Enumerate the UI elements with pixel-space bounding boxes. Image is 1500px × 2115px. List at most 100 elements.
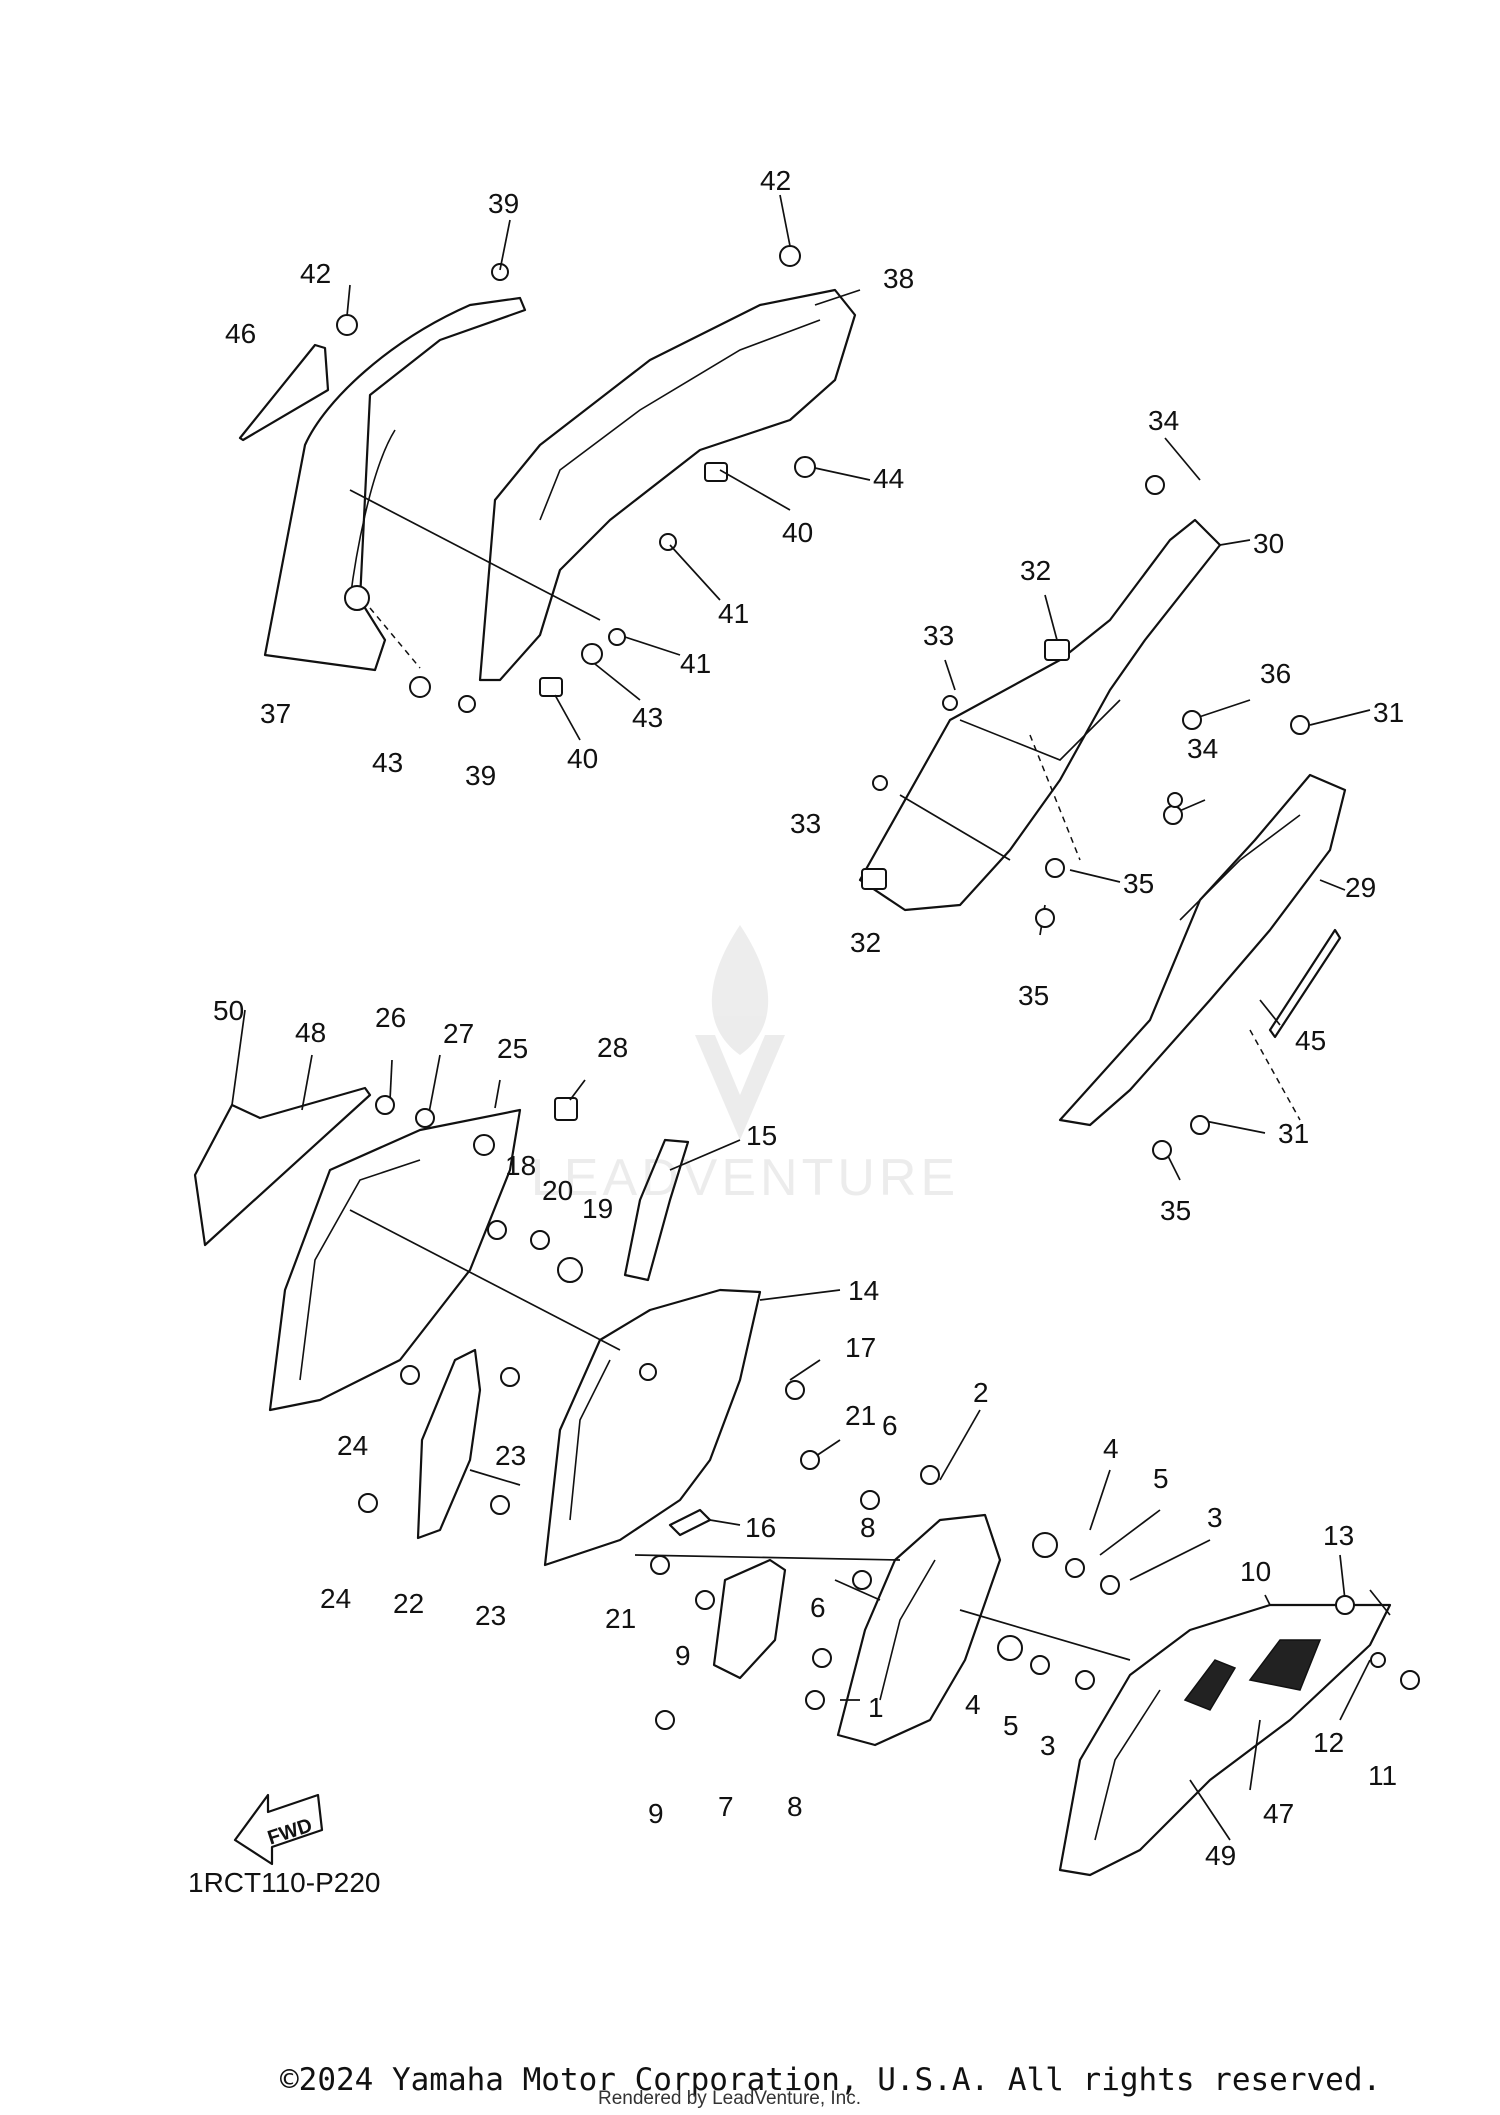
fastener-44: [794, 456, 816, 478]
fastener-42-b: [779, 245, 801, 267]
part-38-inner-panel: [478, 288, 857, 697]
callout-38: 38: [883, 263, 914, 294]
callout-44: 44: [873, 463, 904, 494]
part-45-emblem: [1268, 928, 1342, 1039]
fastener-43-b: [409, 676, 431, 698]
callout-9: 9: [675, 1640, 691, 1671]
callout-5-b: 5: [1003, 1710, 1019, 1741]
callout-18: 18: [505, 1150, 536, 1181]
callout-42: 42: [760, 165, 791, 196]
callout-labels: 1 2 3 3 4 4 5 5 6 6 7 8 8 9 9 10 11 12 1…: [213, 165, 1404, 1871]
callout-36: 36: [1260, 658, 1291, 689]
part-37-side-cover-left: [263, 296, 527, 672]
callout-28: 28: [597, 1032, 628, 1063]
callout-41: 41: [718, 598, 749, 629]
callout-23-b: 23: [475, 1600, 506, 1631]
callout-10: 10: [1240, 1556, 1271, 1587]
callout-4: 4: [1103, 1433, 1119, 1464]
callout-30: 30: [1253, 528, 1284, 559]
part-50-48-decal: [193, 1086, 372, 1247]
callout-26: 26: [375, 1002, 406, 1033]
callout-6: 6: [882, 1410, 898, 1441]
copyright-notice: ©2024 Yamaha Motor Corporation, U.S.A. A…: [280, 2062, 1382, 2098]
fasteners-lower: [358, 475, 1420, 1730]
callout-29: 29: [1345, 872, 1376, 903]
callout-35: 35: [1123, 868, 1154, 899]
fwd-label: FWD: [265, 1815, 315, 1850]
callout-4-b: 4: [965, 1689, 981, 1720]
fastener-41-b: [608, 628, 626, 646]
part-28-clip: [554, 1097, 578, 1121]
callout-8-b: 8: [787, 1791, 803, 1822]
callout-19: 19: [582, 1193, 613, 1224]
callout-42-b: 42: [300, 258, 331, 289]
callout-21-b: 21: [605, 1603, 636, 1634]
callout-9-b: 9: [648, 1798, 664, 1829]
callout-11: 11: [1368, 1760, 1397, 1791]
callout-27: 27: [443, 1018, 474, 1049]
callout-33: 33: [923, 620, 954, 651]
watermark-text: LEADVENTURE: [531, 1149, 959, 1207]
callout-41-b: 41: [680, 648, 711, 679]
part-29-side-cover-right: [1058, 773, 1347, 1127]
callout-17: 17: [845, 1332, 876, 1363]
part-46-emblem: [238, 343, 330, 442]
callout-40-b: 40: [567, 743, 598, 774]
callout-14: 14: [848, 1275, 879, 1306]
callout-3: 3: [1207, 1502, 1223, 1533]
callout-40: 40: [782, 517, 813, 548]
callout-6-b: 6: [810, 1592, 826, 1623]
fastener-42-a: [336, 314, 358, 336]
callout-39-b: 39: [465, 760, 496, 791]
callout-35-b: 35: [1018, 980, 1049, 1011]
callout-39: 39: [488, 188, 519, 219]
callout-16: 16: [745, 1512, 776, 1543]
callout-21: 21: [845, 1400, 876, 1431]
callout-31-b: 31: [1278, 1118, 1309, 1149]
callout-23: 23: [495, 1440, 526, 1471]
callout-31: 31: [1373, 697, 1404, 728]
alignment-lines: [349, 489, 1301, 1661]
part-14-inner-cover: [543, 1288, 762, 1567]
callout-8: 8: [860, 1512, 876, 1543]
part-25-side-panel-front: [268, 1108, 522, 1412]
callout-20: 20: [542, 1175, 573, 1206]
exploded-parts-diagram: LEADVENTURE: [188, 165, 1420, 1898]
callout-34: 34: [1148, 405, 1179, 436]
callout-32: 32: [1020, 555, 1051, 586]
callout-leaders: [231, 194, 1391, 1841]
fastener-39-b: [458, 695, 476, 713]
part-7-plate: [712, 1558, 787, 1680]
callout-35-c: 35: [1160, 1195, 1191, 1226]
callout-50: 50: [213, 995, 244, 1026]
callout-45: 45: [1295, 1025, 1326, 1056]
callout-12: 12: [1313, 1727, 1344, 1758]
callout-25: 25: [497, 1033, 528, 1064]
fwd-arrow-icon: FWD: [233, 1793, 324, 1866]
fastener-43-a: [581, 643, 603, 665]
part-22-plate: [416, 1348, 482, 1540]
callout-5: 5: [1153, 1463, 1169, 1494]
fastener-39-a: [491, 263, 509, 281]
callout-32-b: 32: [850, 927, 881, 958]
part-16-clip: [668, 1508, 712, 1537]
callout-33-b: 33: [790, 808, 821, 839]
callout-43-b: 43: [372, 747, 403, 778]
callout-15: 15: [746, 1120, 777, 1151]
part-1-inner-cover-lower: [836, 1513, 1002, 1747]
fastener-41-a: [659, 533, 677, 551]
callout-49: 49: [1205, 1840, 1236, 1871]
callout-46: 46: [225, 318, 256, 349]
part-15-hose: [623, 1138, 690, 1282]
callout-47: 47: [1263, 1798, 1294, 1829]
callout-3-b: 3: [1040, 1730, 1056, 1761]
callout-22: 22: [393, 1588, 424, 1619]
callout-13: 13: [1323, 1520, 1354, 1551]
callout-43: 43: [632, 702, 663, 733]
callout-24-b: 24: [320, 1583, 351, 1614]
rendered-by-note: Rendered by LeadVenture, Inc.: [598, 2088, 862, 2109]
diagram-code: 1RCT110-P220: [188, 1867, 380, 1898]
callout-24: 24: [337, 1430, 368, 1461]
callout-34-b: 34: [1187, 733, 1218, 764]
